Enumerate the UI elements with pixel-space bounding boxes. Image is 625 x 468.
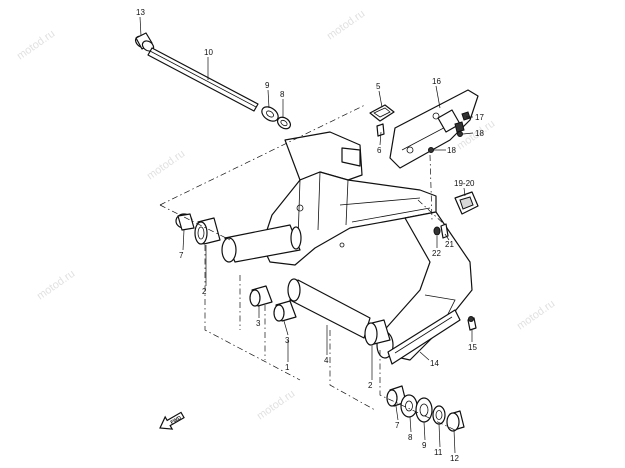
callout-16: 16 <box>432 77 441 86</box>
callout-6: 6 <box>377 146 382 155</box>
callout-13: 13 <box>136 8 145 17</box>
watermark: motod.ru <box>255 388 297 423</box>
callout-4: 4 <box>324 356 329 365</box>
callout-labels: 13 10 9 8 5 6 16 17 18 18 19-20 21 22 7 … <box>136 8 484 463</box>
callout-14: 14 <box>430 359 439 368</box>
callout-17: 17 <box>475 113 484 122</box>
washer-9-top <box>261 106 279 122</box>
callout-7-lower: 7 <box>395 421 400 430</box>
bearing-3-right <box>273 300 297 322</box>
callout-11: 11 <box>434 448 443 457</box>
callout-9: 9 <box>265 81 270 90</box>
bolt-21 <box>440 223 449 239</box>
bolt-18-upper <box>457 131 463 137</box>
callout-2-upper: 2 <box>202 287 207 296</box>
callout-18-upper: 18 <box>475 129 484 138</box>
watermark: motod.ru <box>35 268 77 303</box>
clip-6 <box>376 123 385 137</box>
callout-21: 21 <box>445 240 454 249</box>
washer-11 <box>432 405 446 425</box>
callout-15: 15 <box>468 343 477 352</box>
chain-guard-16 <box>389 89 479 169</box>
chain-slider-14 <box>387 309 461 365</box>
callout-2-lower: 2 <box>368 381 373 390</box>
bearing-3-left <box>249 285 273 307</box>
front-arrow-icon: FWD <box>159 411 185 430</box>
leader-lines <box>139 16 474 454</box>
callout-7-upper: 7 <box>179 251 184 260</box>
callout-12: 12 <box>450 454 459 463</box>
washer-22 <box>433 226 441 236</box>
bearing-2-upper <box>194 217 221 245</box>
callout-10: 10 <box>204 48 213 57</box>
callout-5: 5 <box>376 82 381 91</box>
seal-5 <box>369 104 395 122</box>
watermark: motod.ru <box>515 298 557 333</box>
callout-3-left: 3 <box>256 319 261 328</box>
callout-19-20: 19-20 <box>454 179 475 188</box>
spacer-8-top <box>276 116 292 130</box>
watermark: motod.ru <box>325 8 367 43</box>
callout-18-lower: 18 <box>447 146 456 155</box>
callout-9-lower: 9 <box>422 441 427 450</box>
washer-9-lower <box>415 397 433 423</box>
front-arrow-label: FWD <box>170 415 183 426</box>
callout-3-right: 3 <box>285 336 290 345</box>
bearing-2-lower <box>364 319 391 346</box>
callout-22: 22 <box>432 249 441 258</box>
chain-guard-bracket <box>437 109 465 133</box>
callout-1: 1 <box>285 363 290 372</box>
bolt-18-lower <box>428 147 434 153</box>
bearing-7-upper <box>175 213 195 231</box>
pivot-shaft-10 <box>147 47 259 112</box>
screw-15 <box>467 316 477 331</box>
watermark: motod.ru <box>15 28 57 63</box>
callout-8-lower: 8 <box>408 433 413 442</box>
callout-8: 8 <box>280 90 285 99</box>
watermark: motod.ru <box>145 148 187 183</box>
swingarm-body <box>221 131 473 361</box>
bolt-17 <box>461 111 471 121</box>
chain-buffer-19-20 <box>454 191 479 215</box>
centerlines <box>159 104 456 431</box>
cap-12 <box>446 410 465 432</box>
